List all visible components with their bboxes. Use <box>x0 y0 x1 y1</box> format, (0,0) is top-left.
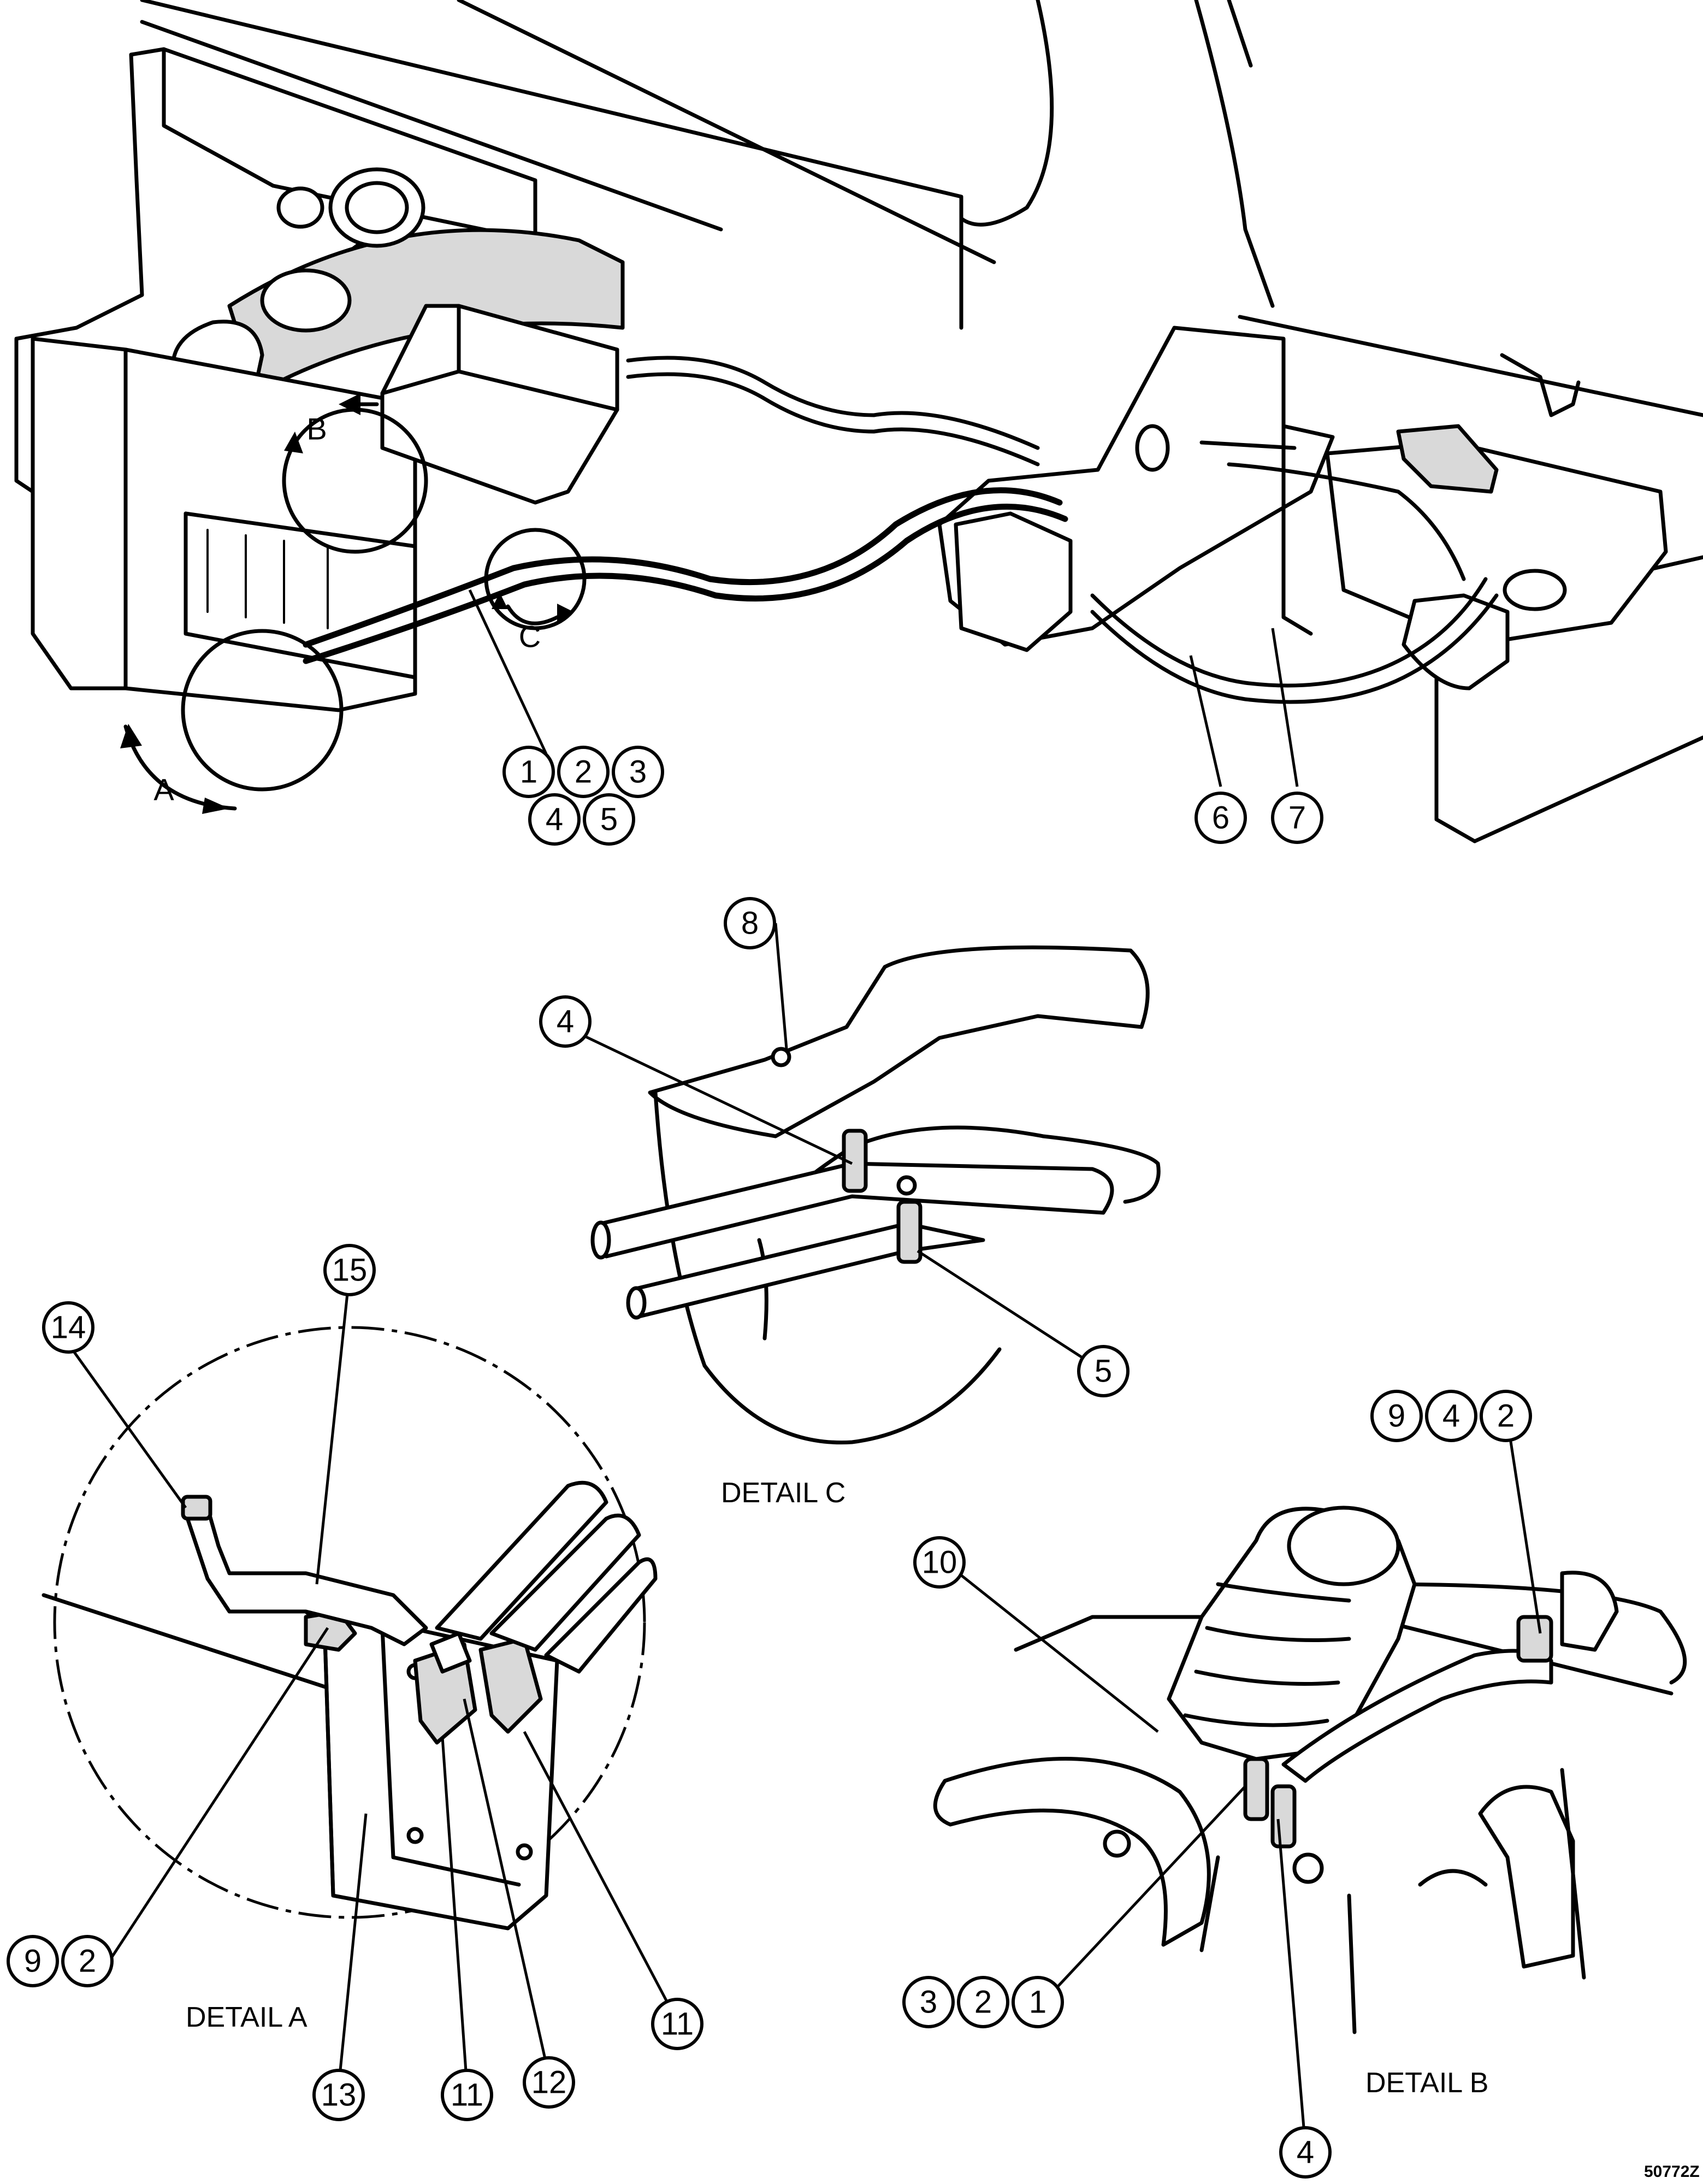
svg-text:9: 9 <box>24 1944 42 1979</box>
callout-main-3: 3 <box>612 746 664 798</box>
callout-b-4-bottom: 4 <box>1279 2126 1332 2179</box>
callout-c-8: 8 <box>724 897 776 949</box>
callout-main-5: 5 <box>583 793 635 846</box>
svg-text:6: 6 <box>1212 800 1229 836</box>
svg-text:4: 4 <box>546 802 563 837</box>
callout-main-2: 2 <box>557 746 610 798</box>
detail-c-title: DETAIL C <box>721 1477 845 1509</box>
svg-text:4: 4 <box>1442 1398 1460 1434</box>
svg-text:2: 2 <box>1497 1398 1515 1434</box>
svg-text:4: 4 <box>557 1004 574 1040</box>
svg-text:5: 5 <box>1095 1354 1112 1389</box>
svg-text:12: 12 <box>531 2065 567 2100</box>
svg-text:7: 7 <box>1288 800 1306 836</box>
svg-text:8: 8 <box>741 906 759 941</box>
svg-text:13: 13 <box>321 2077 357 2113</box>
callout-b-4-top: 4 <box>1425 1390 1477 1442</box>
view-letter-c: C <box>519 619 541 654</box>
detail-c-view <box>564 923 1161 1445</box>
svg-text:5: 5 <box>600 802 618 837</box>
callout-main-4: 4 <box>528 793 581 846</box>
view-letter-a: A <box>153 772 174 807</box>
detail-a-title: DETAIL A <box>186 2002 308 2033</box>
svg-text:11: 11 <box>451 2077 483 2113</box>
callout-a-2: 2 <box>61 1935 114 1987</box>
callout-b-3: 3 <box>902 1976 955 2028</box>
svg-text:2: 2 <box>575 754 592 790</box>
callout-a-11-left: 11 <box>441 2069 493 2121</box>
svg-text:1: 1 <box>1029 1985 1046 2020</box>
callout-c-4: 4 <box>539 995 592 1048</box>
svg-text:2: 2 <box>974 1985 992 2020</box>
callout-b-9: 9 <box>1370 1390 1423 1442</box>
svg-text:1: 1 <box>520 754 537 790</box>
callout-a-13: 13 <box>312 2069 365 2121</box>
callout-main-7: 7 <box>1271 792 1323 844</box>
svg-text:3: 3 <box>920 1985 937 2020</box>
detail-b-view <box>933 1420 1687 2147</box>
callout-main-1: 1 <box>502 746 555 798</box>
view-letter-b: B <box>306 412 327 446</box>
svg-text:9: 9 <box>1388 1398 1405 1434</box>
svg-text:10: 10 <box>922 1545 957 1580</box>
figure-number: 50772Z <box>1644 2163 1700 2181</box>
svg-text:14: 14 <box>51 1310 86 1345</box>
callout-a-12: 12 <box>523 2056 575 2109</box>
svg-text:3: 3 <box>629 754 647 790</box>
detail-a-view <box>42 1272 679 2087</box>
callout-a-15: 15 <box>323 1244 376 1296</box>
svg-text:15: 15 <box>332 1253 368 1288</box>
svg-text:11: 11 <box>661 2006 694 2042</box>
callout-b-2-bottom: 2 <box>957 1976 1009 2028</box>
callout-main-6: 6 <box>1195 792 1247 844</box>
callout-a-9: 9 <box>7 1935 59 1987</box>
callout-a-14: 14 <box>42 1301 94 1354</box>
svg-text:2: 2 <box>79 1944 96 1979</box>
callout-b-1: 1 <box>1012 1976 1064 2028</box>
svg-text:4: 4 <box>1297 2135 1314 2170</box>
callout-b-10: 10 <box>913 1536 966 1589</box>
callout-b-2-top: 2 <box>1480 1390 1532 1442</box>
callout-a-11-right: 11 <box>651 1998 703 2050</box>
main-assembly-view <box>14 0 1703 843</box>
detail-b-title: DETAIL B <box>1365 2067 1488 2099</box>
callout-c-5: 5 <box>1077 1345 1130 1397</box>
